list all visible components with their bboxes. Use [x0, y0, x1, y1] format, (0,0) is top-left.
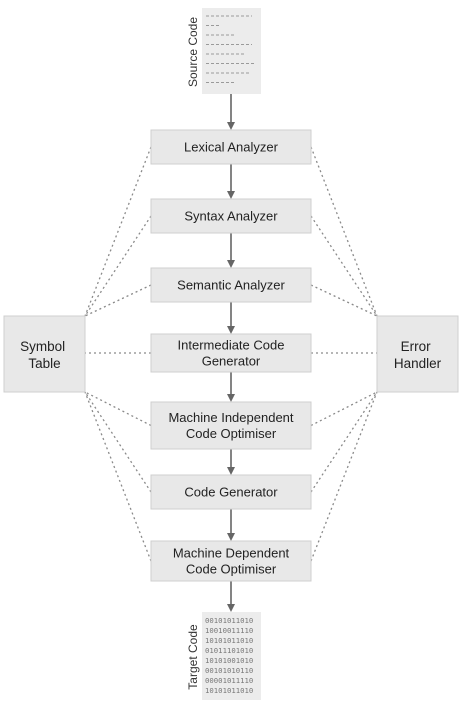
- svg-text:Error Handler: Error Handler: [394, 339, 442, 371]
- bit-row: 10101001010: [205, 656, 253, 665]
- bit-row: 10101011010: [205, 636, 253, 645]
- source-code-lines: [206, 15, 256, 83]
- stage-rect: [150, 267, 312, 303]
- stage-label: Machine Independent: [168, 410, 293, 425]
- symbol-table-rect: [3, 315, 86, 393]
- stage-box: Lexical Analyzer: [150, 129, 312, 165]
- stage-rect: [150, 198, 312, 234]
- target-code-label: Target Code: [186, 624, 200, 690]
- bit-row: 01011101010: [205, 646, 253, 655]
- dotted-link: [310, 391, 378, 427]
- source-code-label: Source Code: [186, 17, 200, 87]
- target-code-block: Target Code 0010101101010010011110101010…: [186, 612, 261, 700]
- target-code-bits: 0010101101010010011110101010110100101110…: [205, 616, 253, 695]
- dotted-link: [310, 284, 378, 317]
- symbol-table-box: Symbol Table: [3, 315, 86, 393]
- dotted-link: [84, 391, 152, 562]
- stage-rect: [150, 540, 312, 582]
- stage-box: Code Generator: [150, 474, 312, 510]
- error-handler-box: Error Handler: [376, 315, 459, 393]
- dotted-link: [84, 146, 152, 317]
- target-code-document: [202, 612, 261, 700]
- stage-label: Code Generator: [184, 485, 278, 500]
- symbol-table-line: Table: [28, 356, 60, 371]
- stage-rect: [150, 333, 312, 373]
- stage-rect: [150, 474, 312, 510]
- stage-label: Code Optimiser: [186, 562, 277, 577]
- stage-label: Code Optimiser: [186, 426, 277, 441]
- stage-label: Lexical Analyzer: [184, 140, 279, 155]
- stage-box: Syntax Analyzer: [150, 198, 312, 234]
- symbol-table-line: Symbol: [20, 339, 65, 354]
- dotted-links: [84, 146, 378, 562]
- stage-label: Generator: [202, 354, 261, 369]
- stage-label: Semantic Analyzer: [177, 278, 285, 293]
- bit-row: 10101011010: [205, 686, 253, 695]
- error-handler-line: Handler: [394, 356, 442, 371]
- dotted-link: [310, 146, 378, 317]
- svg-text:Symbol Table: Symbol Table: [20, 339, 69, 371]
- error-handler-rect: [376, 315, 459, 393]
- stage-label: Syntax Analyzer: [184, 209, 278, 224]
- stage-rect: [150, 129, 312, 165]
- source-code-block: Source Code: [186, 8, 261, 94]
- source-code-document: [202, 8, 261, 94]
- bit-row: 00101010110: [205, 666, 253, 675]
- bit-row: 00101011010: [205, 616, 253, 625]
- dotted-link: [310, 391, 378, 562]
- stage-label: Intermediate Code: [178, 338, 285, 353]
- stage-label: Machine Dependent: [173, 546, 290, 561]
- bit-row: 00001011110: [205, 676, 253, 685]
- stage-box: Semantic Analyzer: [150, 267, 312, 303]
- bit-row: 10010011110: [205, 626, 253, 635]
- dotted-link: [84, 391, 152, 427]
- dotted-link: [84, 284, 152, 317]
- stage-rect: [150, 401, 312, 450]
- error-handler-line: Error: [401, 339, 432, 354]
